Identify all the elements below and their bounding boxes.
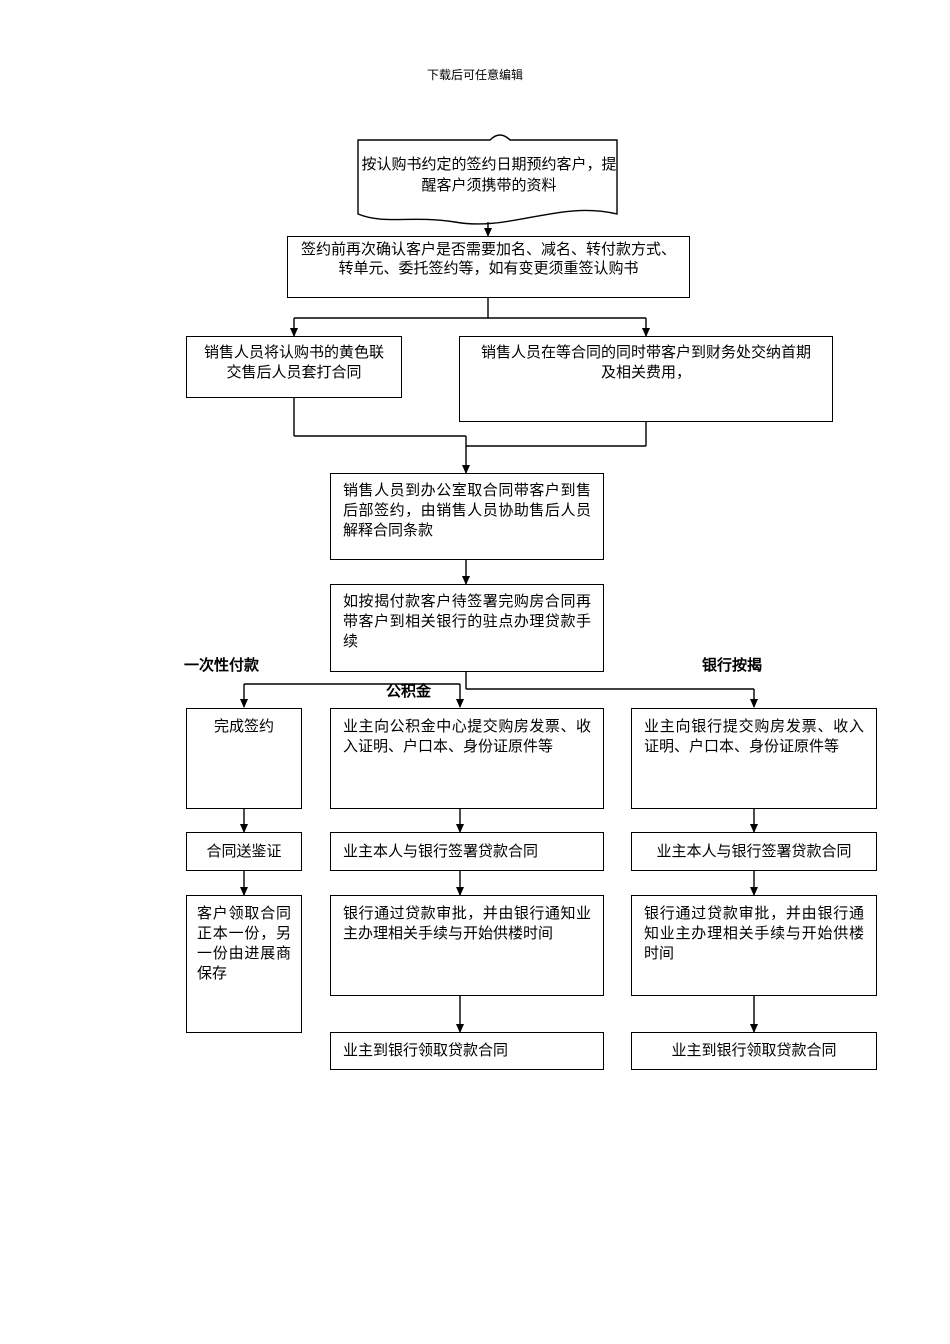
bank-mortgage-label: 银行按揭 — [702, 656, 763, 674]
provident-fund-step-2: 业主本人与银行签署贷款合同 — [330, 832, 604, 871]
lump-sum-step-2: 合同送鉴证 — [186, 832, 302, 871]
step5-box: 如按揭付款客户待签署完购房合同再带客户到相关银行的驻点办理贷款手续 — [330, 584, 604, 672]
step3-right-box: 销售人员在等合同的同时带客户到财务处交纳首期及相关费用， — [459, 336, 833, 422]
provident-fund-label: 公积金 — [386, 682, 432, 700]
lump-sum-step-1: 完成签约 — [186, 708, 302, 809]
page-header: 下载后可任意编辑 — [426, 68, 523, 82]
step2-box: 签约前再次确认客户是否需要加名、减名、转付款方式、转单元、委托签约等，如有变更须… — [287, 236, 690, 298]
bank-mortgage-step-2: 业主本人与银行签署贷款合同 — [631, 832, 877, 871]
bank-mortgage-step-1: 业主向银行提交购房发票、收入证明、户口本、身份证原件等 — [631, 708, 877, 809]
step1-document: 按认购书约定的签约日期预约客户，提醒客户须携带的资料 — [361, 155, 617, 194]
lump-sum-label: 一次性付款 — [184, 656, 260, 674]
bank-mortgage-step-3: 银行通过贷款审批，并由银行通知业主办理相关手续与开始供楼时间 — [631, 895, 877, 996]
step4-box: 销售人员到办公室取合同带客户到售后部签约，由销售人员协助售后人员解释合同条款 — [330, 473, 604, 560]
lump-sum-step-3: 客户领取合同正本一份，另一份由进展商保存 — [186, 895, 302, 1033]
bank-mortgage-step-4: 业主到银行领取贷款合同 — [631, 1032, 877, 1070]
provident-fund-step-3: 银行通过贷款审批，并由银行通知业主办理相关手续与开始供楼时间 — [330, 895, 604, 996]
provident-fund-step-1: 业主向公积金中心提交购房发票、收入证明、户口本、身份证原件等 — [330, 708, 604, 809]
provident-fund-step-4: 业主到银行领取贷款合同 — [330, 1032, 604, 1070]
document-shape — [357, 134, 618, 225]
step3-left-box: 销售人员将认购书的黄色联交售后人员套打合同 — [186, 336, 402, 398]
